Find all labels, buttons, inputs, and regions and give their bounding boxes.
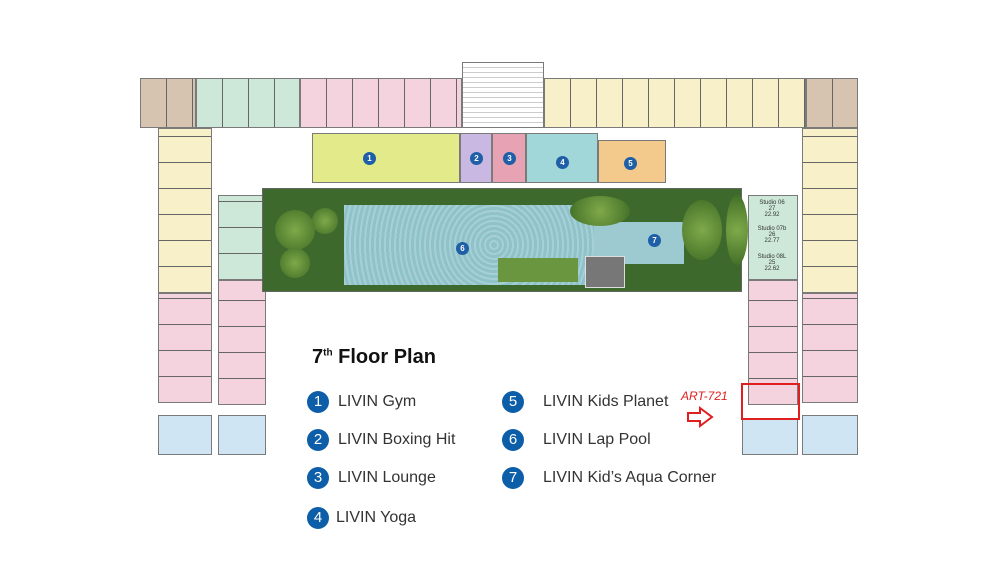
tree-icon [312, 208, 338, 234]
legend-label: LIVIN Boxing Hit [338, 431, 456, 448]
studio-name: Studio 06 [759, 200, 785, 206]
tree-icon [280, 248, 310, 278]
page-title: 7th Floor Plan [312, 346, 436, 369]
legend-label: LIVIN Yoga [336, 509, 417, 526]
unit-block-left-inner-blue [218, 415, 266, 455]
title-ordinal: 7 [312, 346, 324, 368]
amenity-yoga: 4 [526, 133, 598, 183]
legend-badge: 1 [307, 391, 329, 413]
amenity-boxing: 2 [460, 133, 492, 183]
unit-block-top-brown-right [806, 78, 858, 128]
legend-badge: 2 [307, 429, 329, 451]
unit-block-right-outer-pink [802, 293, 858, 403]
unit-block-top-green [196, 78, 300, 128]
legend-badge: 4 [307, 507, 329, 529]
amenity-lounge: 3 [492, 133, 526, 183]
art-721-label: ART-721 [681, 389, 728, 403]
legend-label: LIVIN Kid’s Aqua Corner [543, 469, 717, 486]
legend-badge: 7 [502, 467, 524, 489]
studio-no: 27 [768, 206, 776, 212]
lawn [498, 258, 578, 282]
studio-name: Studio 07b [757, 226, 787, 232]
unit-block-left-outer-yellow [158, 128, 212, 293]
badge-3: 3 [503, 152, 516, 165]
unit-block-top-brown-left [140, 78, 196, 128]
amenity-kids-planet: 5 [598, 140, 666, 183]
stair-core-top [462, 62, 544, 128]
unit-block-left-outer-blue [158, 415, 212, 455]
badge-7: 7 [648, 234, 661, 247]
unit-block-right-outer-blue [802, 415, 858, 455]
studio-area: 22.62 [764, 266, 780, 272]
studio-area: 22.92 [764, 212, 780, 218]
studio-name: Studio 08L [757, 254, 787, 260]
legend-badge: 3 [307, 467, 329, 489]
unit-block-right-outer-yellow [802, 128, 858, 293]
amenity-gym: 1 [312, 133, 460, 183]
tree-icon [275, 210, 315, 250]
studio-no: 25 [768, 260, 776, 266]
legend-badge: 6 [502, 429, 524, 451]
badge-2: 2 [470, 152, 483, 165]
title-suffix: th [323, 347, 333, 359]
unit-block-left-inner-green [218, 195, 266, 280]
tree-icon [726, 195, 748, 265]
legend-label: LIVIN Lap Pool [543, 431, 651, 448]
badge-1: 1 [363, 152, 376, 165]
unit-block-top-yellow [544, 78, 806, 128]
studio-no: 26 [768, 232, 776, 238]
unit-block-right-inner-blue [742, 418, 798, 455]
title-text: Floor Plan [338, 346, 436, 368]
unit-block-left-outer-pink [158, 293, 212, 403]
tree-icon [570, 196, 630, 226]
unit-block-right-inner-pink [748, 280, 798, 405]
legend-badge: 5 [502, 391, 524, 413]
sun-deck [585, 256, 625, 288]
unit-block-top-pink [300, 78, 462, 128]
legend-label: LIVIN Kids Planet [543, 393, 669, 410]
badge-4: 4 [556, 156, 569, 169]
tree-icon [682, 200, 722, 260]
unit-highlight-box [741, 383, 800, 420]
legend-label: LIVIN Gym [338, 393, 417, 410]
studio-area: 22.77 [764, 238, 780, 244]
unit-block-left-inner-pink [218, 280, 266, 405]
legend-label: LIVIN Lounge [338, 469, 436, 486]
arrow-right-icon [687, 406, 714, 428]
badge-6: 6 [456, 242, 469, 255]
badge-5: 5 [624, 157, 637, 170]
